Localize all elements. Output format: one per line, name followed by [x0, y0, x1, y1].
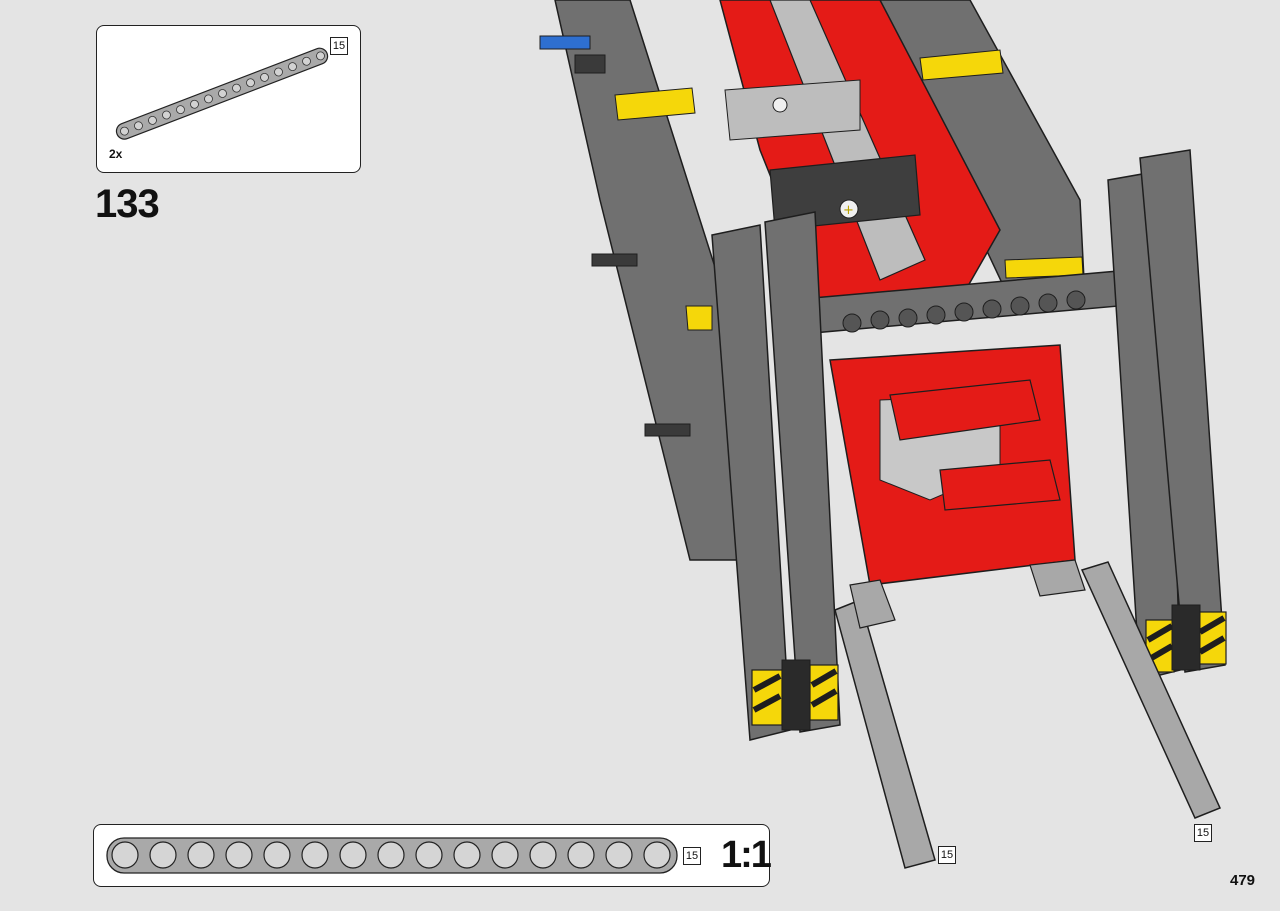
step-number: 133 — [95, 182, 160, 226]
scale-ruler-box: 15 1:1 — [93, 824, 772, 887]
right-fork-length-tag: 15 — [1194, 824, 1212, 842]
svg-text:+: + — [843, 203, 854, 218]
page-number: 479 — [1230, 872, 1256, 889]
part-quantity: 2x — [109, 147, 123, 161]
left-fork-length-tag: 15 — [938, 846, 956, 864]
part-length-tag: 15 — [330, 37, 348, 55]
beam-scale-illustration — [106, 837, 678, 874]
scale-length-tag: 15 — [683, 847, 701, 865]
scale-ratio: 1:1 — [721, 834, 772, 876]
parts-callout-box: 15 2x — [96, 25, 361, 173]
beam-part-illustration — [115, 47, 329, 140]
